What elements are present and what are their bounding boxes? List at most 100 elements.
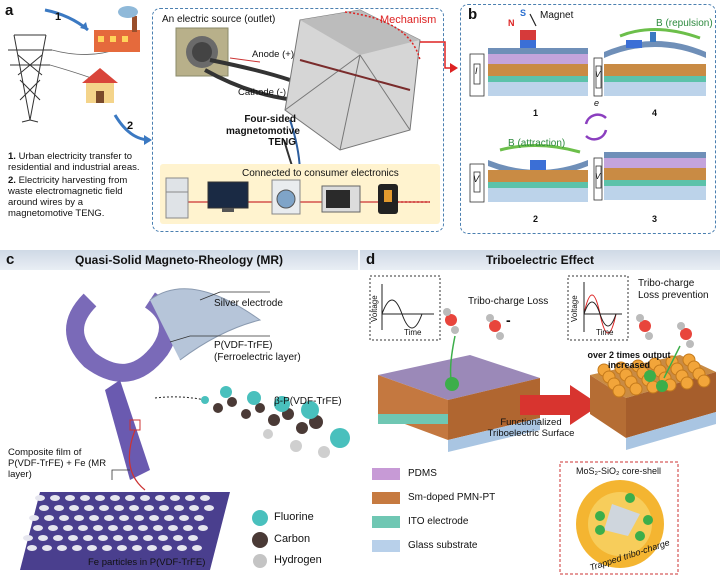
pvdf-label: P(VDF-TrFE) (Ferroelectric layer) [214,340,301,363]
fe-particle [158,535,168,541]
panel-d-letter: d [366,251,376,268]
panel-c-title: Quasi-Solid Magneto-Rheology (MR) [75,253,283,267]
fe-particle [72,545,82,551]
fe-particle [125,495,135,501]
house-icon [82,68,118,103]
fe-particle [174,505,184,511]
fe-particle [189,505,199,511]
panel-d: Triboelectric Effect d [360,246,720,579]
fe-particle [99,505,109,511]
fe-particle [27,545,37,551]
voltage-v-label-2: V [473,174,480,184]
fe-particle [33,525,43,531]
fe-particle [50,495,60,501]
fe-particle [104,515,114,521]
fe-particle [143,535,153,541]
fe-particle [80,495,90,501]
core-shell-particles [597,353,711,398]
legend-hydrogen: Hydrogen [274,554,322,566]
teng-label: Four-sided magnetomotive TENG [226,114,300,148]
fe-particle [140,495,150,501]
current-i-label: I [475,66,478,76]
fe-particle [204,505,214,511]
fridge-icon [165,177,189,219]
step-label-3: 3 [652,214,658,224]
tv-icon [207,181,249,212]
step-2-marker: 2 [127,120,134,132]
legend-carbon: Carbon [274,533,311,545]
step-label-4: 4 [652,108,658,118]
fe-particle [74,515,84,521]
fe-particle [95,495,105,501]
fe-particle [153,525,163,531]
fe-particle [168,525,178,531]
voltage-axis-left: Voltage [370,295,379,322]
caption-2-num: 2. [8,175,16,186]
voltage-v-label-4: V [595,70,601,79]
cycle-arrows-icon [584,113,608,141]
core-shell-label: MoS₂-SiO₂ core-shell [576,466,662,476]
fe-particle [164,515,174,521]
fe-particle [198,525,208,531]
fe-particle [149,515,159,521]
panel-a: a 1 2 1. Urban elect [0,0,152,240]
fe-particle [173,535,183,541]
fe-particle-film [20,492,230,570]
tribo-loss-prevention-label: Tribo-charge Loss prevention [638,278,709,301]
teng-cube-icon [284,9,421,151]
fe-particle [59,515,69,521]
fe-particle [68,535,78,541]
legend-pdms: PDMS [408,468,437,479]
washing-machine-icon [271,179,301,215]
functionalized-surface-label: Functionalized Triboelectric Surface [487,417,575,439]
kettle-icon [378,184,398,214]
fe-particle [108,525,118,531]
fe-particle [63,525,73,531]
caption-1-num: 1. [8,151,16,162]
pmn-legend-swatch [372,492,400,504]
fe-particle [78,525,88,531]
legend-glass: Glass substrate [408,540,478,551]
carbon-legend-icon [252,532,268,548]
glass-legend-swatch [372,540,400,552]
output-increase-label: over 2 times output increased [587,350,671,371]
power-grid-illustration [8,6,152,145]
fe-particle [54,505,64,511]
fe-particle [177,545,187,551]
magnet-n-label: N [508,18,515,28]
legend-fluorine: Fluorine [274,511,314,523]
hydrogen-legend-icon [253,554,267,568]
composite-film-label: Composite film of P(VDF-TrFE) + Fe (MR l… [8,447,107,480]
water-molecule-icon-4 [677,322,694,348]
mechanism-illustration [469,13,706,203]
panel-d-header: Triboelectric Effect [360,250,720,270]
fe-particle [110,495,120,501]
fe-particle [147,545,157,551]
attraction-label: B (attraction) [508,138,566,149]
fe-particle [114,505,124,511]
water-molecule-icon-3 [636,314,653,340]
caption-1: 1. Urban electricity transfer to residen… [8,151,148,174]
fe-particle [93,525,103,531]
outlet-icon [175,27,229,77]
panel-d-title: Triboelectric Effect [485,253,595,267]
cathode-label: Cathode (-) [238,87,287,98]
water-molecule-icon-1 [443,308,459,334]
core-shell-bump [612,384,626,398]
fe-particles-label: Fe particles in P(VDF-TrFE) [88,557,206,568]
fe-particle [102,545,112,551]
time-axis-right: Time [596,328,614,337]
caption-2-text: Electricity harvesting from waste electr… [8,175,128,219]
fe-particle [170,495,180,501]
voltage-v-label-3: V [595,172,601,181]
fe-particle [42,545,52,551]
fe-particle [129,505,139,511]
fe-particle [155,495,165,501]
fe-particle [83,535,93,541]
step-label-1: 1 [533,108,539,118]
fe-particle [35,495,45,501]
fe-particle [134,515,144,521]
fe-particle [44,515,54,521]
